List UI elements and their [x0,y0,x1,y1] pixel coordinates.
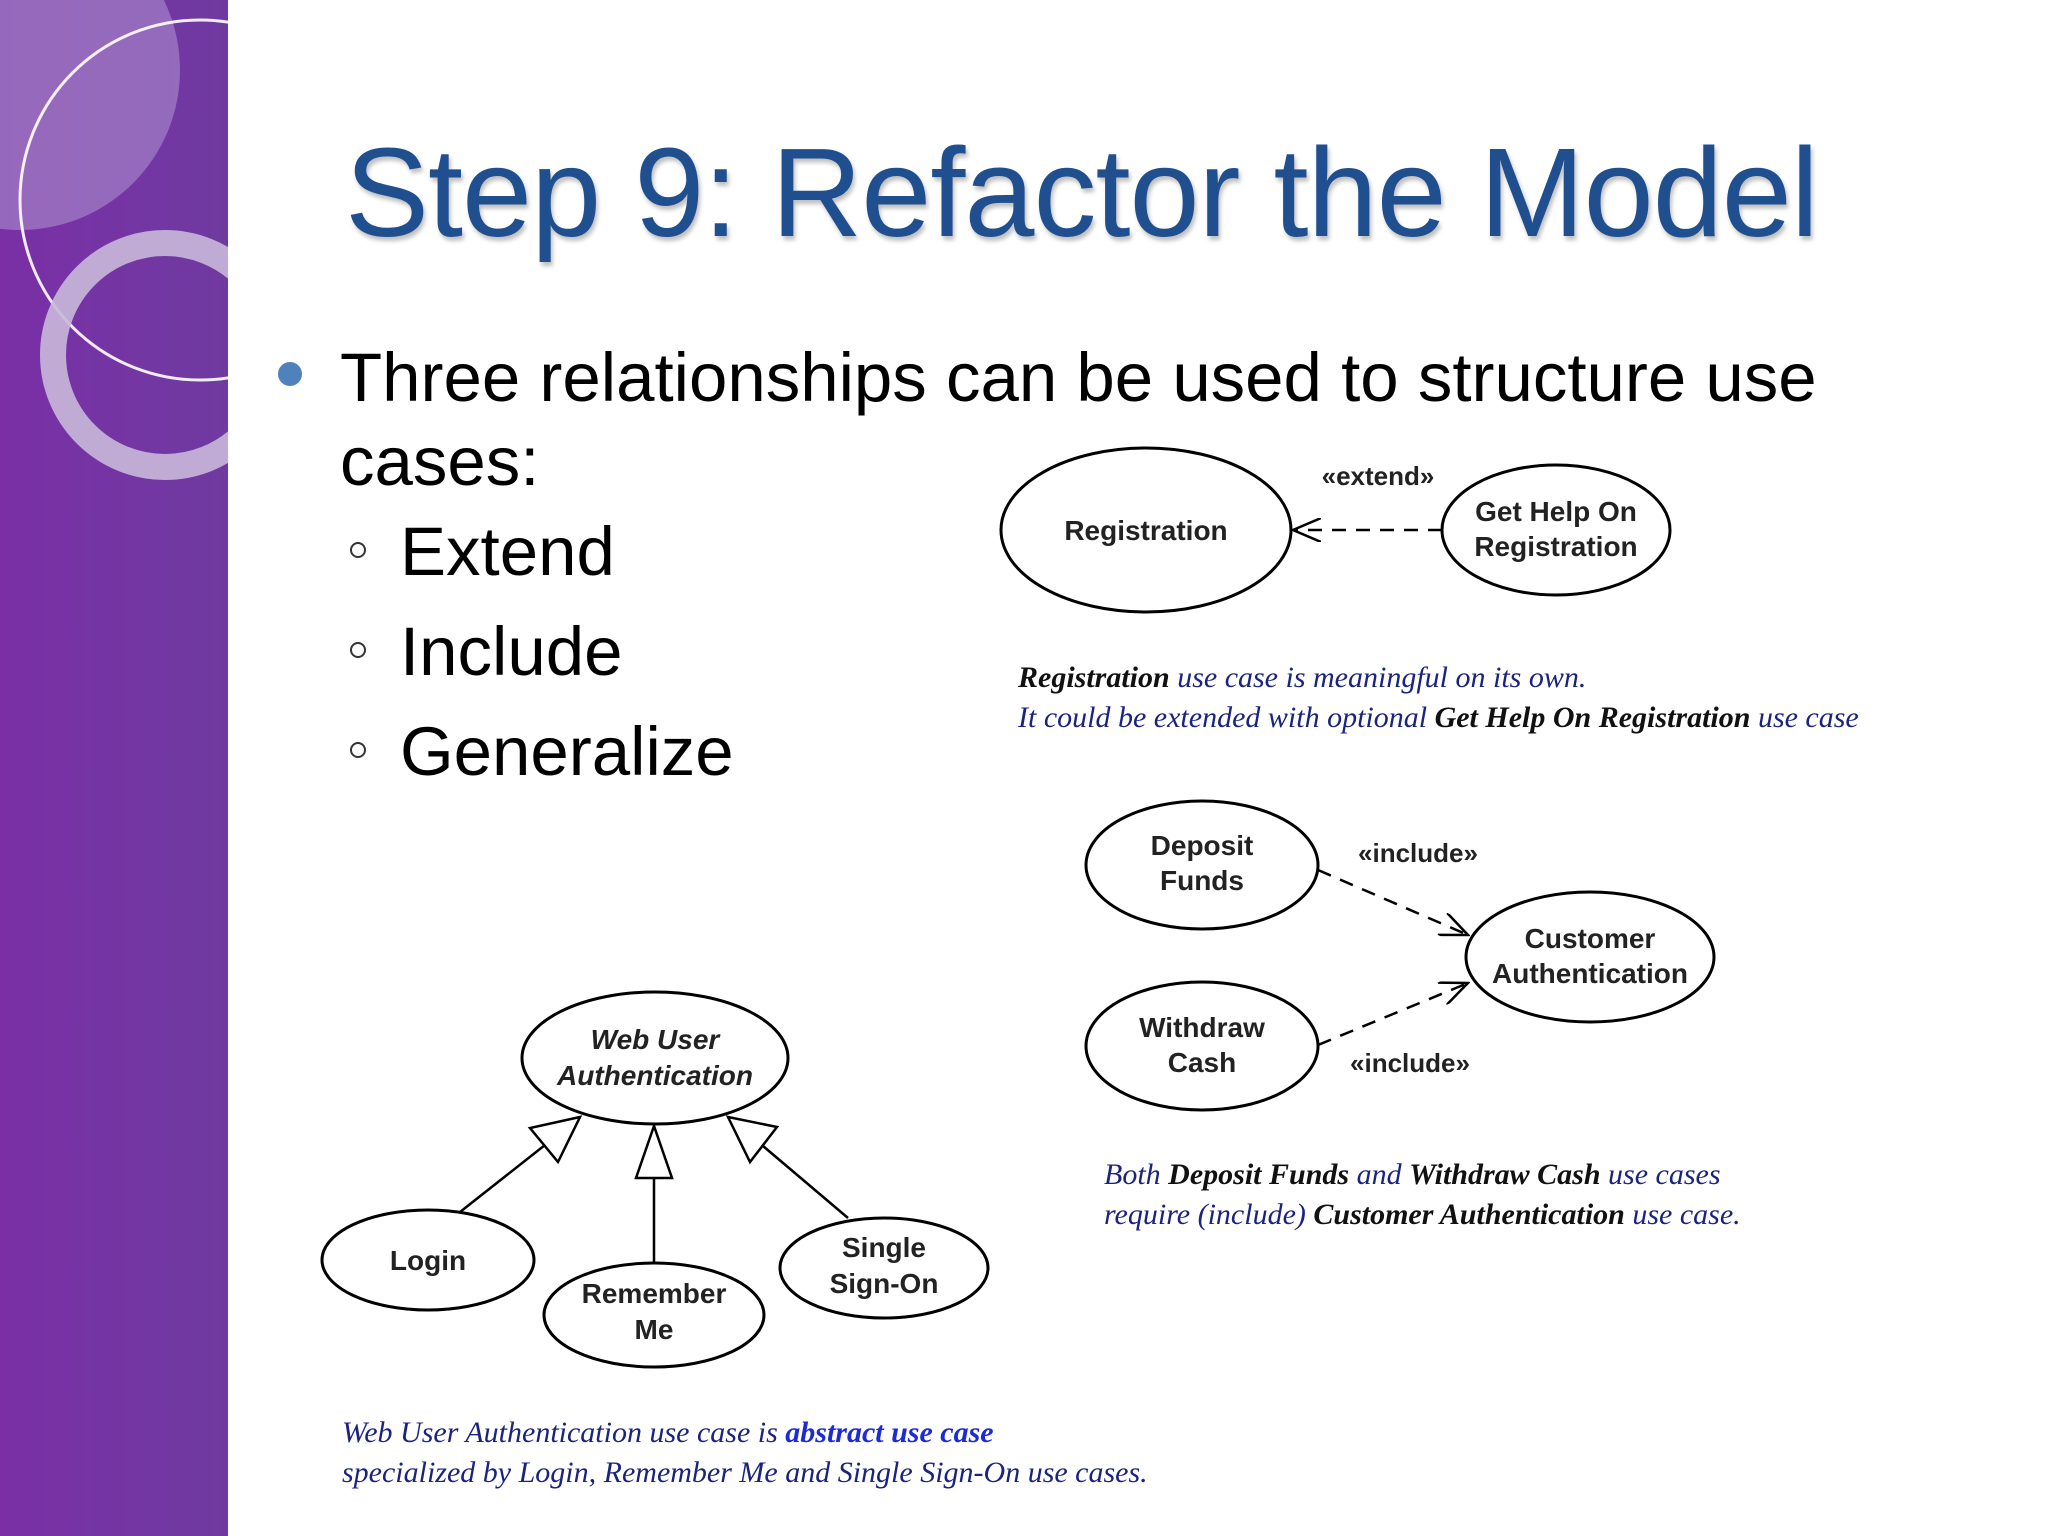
sub-item-extend: Extend [400,513,615,590]
caption-bold: Registration [1018,661,1170,694]
usecase-get-help-label-2: Registration [1474,531,1637,562]
usecase-deposit-label-1: Deposit [1151,830,1254,861]
usecase-get-help [1440,463,1672,597]
usecase-deposit-funds [1084,799,1320,931]
usecase-login-label: Login [390,1245,466,1276]
generalization-arrowhead-login [527,1115,583,1165]
caption-bold: Withdraw Cash [1409,1158,1601,1191]
usecase-web-user-auth-label-1: Web User [591,1024,722,1055]
include-arrow-top [1317,868,1468,935]
caption-text: use cases [1600,1158,1721,1191]
sub-item-include: Include [400,613,623,690]
main-bullet-text: Three relationships can be used to struc… [340,339,1817,500]
include-stereotype-bottom: «include» [1350,1048,1470,1078]
caption-bold: Get Help On Registration [1434,701,1751,734]
sub-bullet-dot [350,742,366,758]
generalization-arrowhead-single [725,1115,780,1165]
usecase-web-user-auth-label-2: Authentication [556,1060,753,1091]
generalization-line-single [762,1145,849,1219]
slide-title: Step 9: Refactor the Model [345,122,1819,263]
caption-text: It could be extended with optional [1018,701,1435,734]
usecase-login [320,1208,536,1312]
usecase-customer-auth [1464,890,1716,1024]
sub-bullet-dot [350,542,366,558]
sidebar-decoration [0,0,228,1536]
generalization-arrowhead-remember [634,1122,674,1180]
include-stereotype-top: «include» [1358,838,1478,868]
include-arrow-bottom [1317,983,1468,1047]
caption-text: Web User Authentication use case is [342,1416,786,1449]
caption-text: Both [1104,1158,1169,1191]
caption-text: use case. [1624,1198,1741,1231]
caption-highlight: abstract use case [785,1416,994,1449]
usecase-web-user-auth [520,990,790,1126]
usecase-customer-auth-label-2: Authentication [1492,958,1688,989]
bullet-dot [278,362,302,386]
generalize-diagram: Web User Authentication Login Remember M… [320,990,990,1369]
usecase-single-sign-on-label-2: Sign-On [830,1268,939,1299]
caption-bold: Customer Authentication [1313,1198,1625,1231]
usecase-deposit-label-2: Funds [1160,865,1244,896]
caption-text: and [1349,1158,1410,1191]
caption-text: specialized by Login, Remember Me and Si… [342,1456,1148,1489]
usecase-registration-label: Registration [1064,515,1227,546]
usecase-customer-auth-label-1: Customer [1525,923,1656,954]
caption-text: use case [1750,701,1859,734]
extend-diagram: Registration Get Help On Registration «e… [999,446,1672,614]
generalize-caption: Web User Authentication use case is abst… [342,1413,1148,1493]
extend-caption: Registration use case is meaningful on i… [1018,658,1859,738]
usecase-get-help-label-1: Get Help On [1475,496,1637,527]
usecase-single-sign-on [778,1216,990,1320]
include-diagram: Deposit Funds Withdraw Cash Customer Aut… [1084,799,1716,1112]
usecase-single-sign-on-label-1: Single [842,1232,926,1263]
caption-bold: Deposit Funds [1168,1158,1350,1191]
usecase-withdraw-cash [1084,980,1320,1112]
extend-stereotype: «extend» [1322,461,1435,491]
usecase-remember-me-label-2: Me [635,1314,674,1345]
usecase-withdraw-label-2: Cash [1168,1047,1236,1078]
caption-text: require (include) [1104,1198,1314,1231]
sub-bullet-dot [350,642,366,658]
generalization-line-login [459,1144,546,1213]
usecase-withdraw-label-1: Withdraw [1139,1012,1265,1043]
usecase-remember-me-label-1: Remember [582,1278,727,1309]
caption-text: use case is meaningful on its own. [1169,661,1587,694]
include-caption: Both Deposit Funds and Withdraw Cash use… [1104,1155,1741,1235]
sub-item-generalize: Generalize [400,713,734,790]
